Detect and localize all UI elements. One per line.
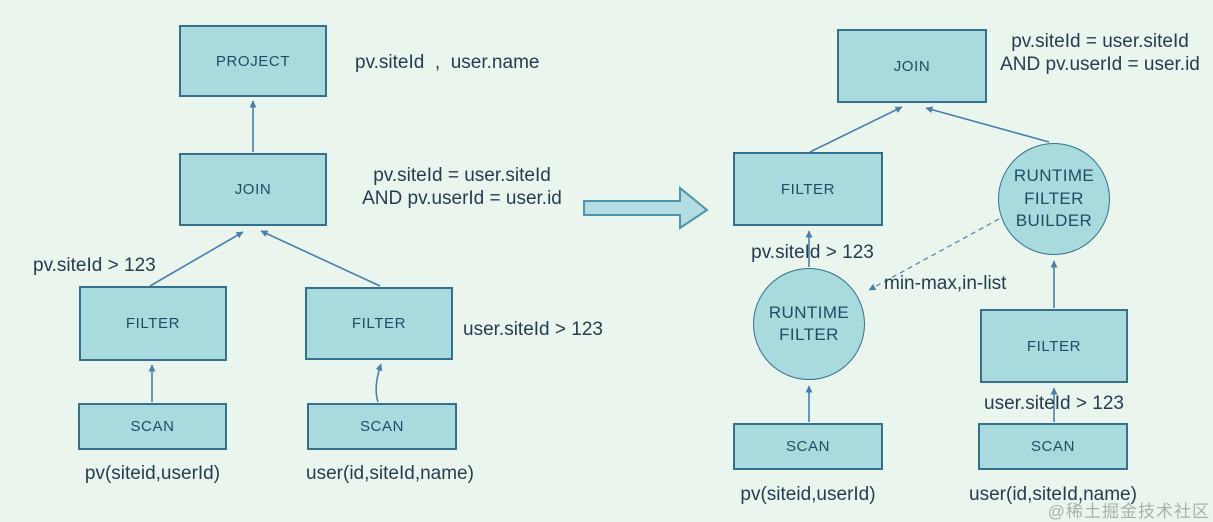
edge-filter-pv-to-join-left (149, 231, 244, 287)
right-filter-pv-predicate-label: pv.siteId > 123 (751, 242, 874, 263)
left-filter-pv-predicate-label: pv.siteId > 123 (33, 255, 156, 276)
runtime-filter-types-label: min-max,in-list (884, 273, 1007, 294)
right-filter-pv-node: FILTER (733, 152, 883, 226)
right-scan-user-node: SCAN (978, 423, 1128, 470)
edge-builder-to-join-right (925, 106, 1050, 143)
left-scan-pv-table-label: pv(siteid,userId) (84, 463, 221, 484)
right-scan-pv-node: SCAN (733, 423, 883, 470)
right-scan-user-table-label: user(id,siteId,name) (969, 484, 1137, 505)
right-join-node: JOIN (837, 29, 987, 103)
left-project-node: PROJECT (179, 25, 327, 97)
right-scan-pv-table-label: pv(siteid,userId) (740, 484, 876, 505)
edge-filter-user-to-join-left (260, 230, 381, 287)
edge-builder-to-runtime-filter-dashed (868, 218, 1000, 291)
left-filter-pv-node: FILTER (79, 286, 227, 361)
left-filter-user-predicate-label: user.siteId > 123 (463, 319, 603, 340)
left-join-condition-label: pv.siteId = user.siteId AND pv.userId = … (362, 165, 562, 209)
transform-arrow-icon (583, 185, 709, 230)
left-project-columns-label: pv.siteId , user.name (355, 52, 540, 73)
edge-scan-user-to-filter-left (375, 363, 383, 403)
left-scan-user-table-label: user(id,siteId,name) (306, 463, 474, 484)
edge-filter-pv-to-join-right (809, 106, 903, 153)
runtime-filter-builder-node: RUNTIME FILTER BUILDER (998, 143, 1110, 255)
watermark: @稀土掘金技术社区 (1047, 502, 1210, 521)
left-scan-pv-node: SCAN (78, 403, 227, 450)
left-scan-user-node: SCAN (307, 403, 457, 450)
left-join-node: JOIN (179, 153, 327, 226)
left-filter-user-node: FILTER (305, 287, 453, 360)
right-join-condition-label: pv.siteId = user.siteId AND pv.userId = … (1000, 31, 1200, 75)
right-filter-user-node: FILTER (980, 309, 1128, 383)
runtime-filter-node: RUNTIME FILTER (753, 268, 865, 380)
right-filter-user-predicate-label: user.siteId > 123 (984, 393, 1124, 414)
